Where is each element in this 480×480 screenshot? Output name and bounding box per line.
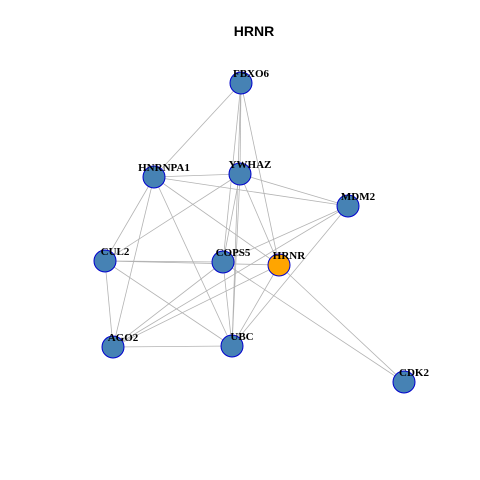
edge-ago2-hrnr xyxy=(112,264,280,348)
node-label-hnrnpa1: HNRNPA1 xyxy=(138,162,190,174)
edge-ywhaz-cul2 xyxy=(104,173,241,262)
edge-hrnr-cdk2 xyxy=(278,264,405,383)
node-label-mdm2: MDM2 xyxy=(341,191,376,203)
edge-ywhaz-ubc xyxy=(231,173,241,347)
edge-mdm2-cops5 xyxy=(222,205,349,263)
edge-mdm2-ubc xyxy=(231,205,349,347)
edge-fbxo6-ubc xyxy=(231,82,242,347)
diagram-title: HRNR xyxy=(234,23,274,39)
edge-cul2-ubc xyxy=(104,260,233,347)
edge-ywhaz-mdm2 xyxy=(239,173,349,207)
node-cops5[interactable] xyxy=(211,250,235,274)
edge-cops5-ubc xyxy=(222,261,233,347)
edge-cops5-cdk2 xyxy=(222,261,405,383)
node-fbxo6[interactable] xyxy=(229,71,253,95)
edge-cul2-ago2 xyxy=(104,260,114,348)
node-label-fbxo6: FBXO6 xyxy=(233,68,270,80)
edge-ywhaz-cops5 xyxy=(222,173,241,263)
edge-fbxo6-hnrnpa1 xyxy=(153,82,242,178)
node-hnrnpa1[interactable] xyxy=(142,165,166,189)
node-label-hrnr: HRNR xyxy=(273,250,306,262)
edge-mdm2-ago2 xyxy=(112,205,349,348)
node-ago2[interactable] xyxy=(101,335,125,359)
node-layer xyxy=(93,71,416,394)
node-ubc[interactable] xyxy=(220,334,244,358)
edge-hrnr-ubc xyxy=(231,264,280,347)
edge-hnrnpa1-mdm2 xyxy=(153,176,349,207)
node-label-ubc: UBC xyxy=(230,331,253,343)
node-hrnr[interactable] xyxy=(267,253,291,277)
edge-hnrnpa1-ywhaz xyxy=(153,173,241,178)
edge-hnrnpa1-cul2 xyxy=(104,176,155,262)
edge-fbxo6-hrnr xyxy=(240,82,280,266)
edge-cul2-hrnr xyxy=(104,260,280,266)
edge-ago2-ubc xyxy=(112,345,233,348)
edge-cops5-ago2 xyxy=(112,261,224,348)
node-cdk2[interactable] xyxy=(392,370,416,394)
edge-ywhaz-hrnr xyxy=(239,173,280,266)
node-cul2[interactable] xyxy=(93,249,117,273)
node-ywhaz[interactable] xyxy=(228,162,252,186)
node-label-ago2: AGO2 xyxy=(108,332,139,344)
node-label-cul2: CUL2 xyxy=(101,246,130,258)
node-label-cdk2: CDK2 xyxy=(399,367,429,379)
node-label-ywhaz: YWHAZ xyxy=(229,159,272,171)
node-label-cops5: COPS5 xyxy=(216,247,251,259)
edge-hnrnpa1-hrnr xyxy=(153,176,280,266)
edge-layer xyxy=(104,82,405,383)
node-mdm2[interactable] xyxy=(336,194,360,218)
